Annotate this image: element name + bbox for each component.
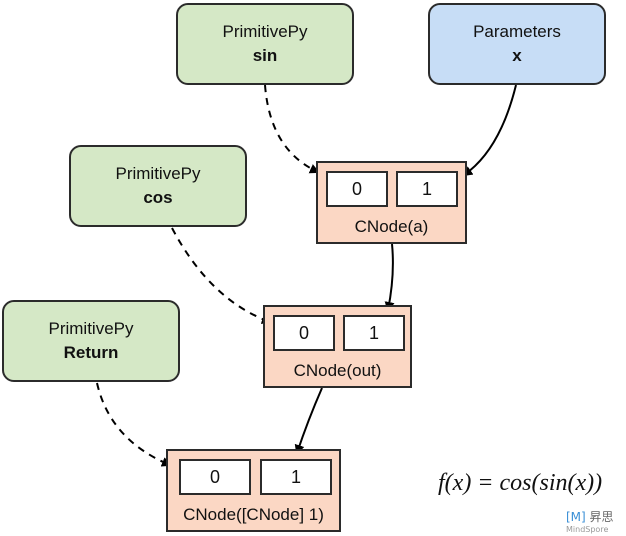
cnode-out-label: CNode(out) (293, 361, 382, 380)
primitive-return-node: PrimitivePy Return (2, 300, 180, 382)
cnode-return-label: CNode([CNode] 1) (183, 505, 324, 524)
cnode-return: 0 1 CNode([CNode] 1) (166, 449, 341, 532)
primitive-cos-name: cos (143, 188, 173, 207)
edge-cos-to-cnode-out (171, 227, 272, 324)
parameters-x-kind: Parameters (473, 22, 561, 41)
primitive-return-kind: PrimitivePy (48, 319, 134, 338)
edge-return-to-cnode-ret (96, 382, 172, 467)
cnode-a-label: CNode(a) (354, 217, 429, 236)
primitive-sin-kind: PrimitivePy (222, 22, 308, 41)
parameters-x-node: Parameters x (428, 3, 606, 85)
watermark-sub: MindSpore (566, 525, 609, 534)
edge-cnode-out-to-cnode-ret (294, 387, 323, 455)
edge-x-to-cnode-a (462, 84, 517, 177)
formula: f(x) = cos(sin(x)) (438, 470, 603, 496)
watermark-logo: [M] 昇思 MindSpore (566, 508, 614, 534)
edge-sin-to-cnode-a (264, 84, 320, 174)
watermark-mark: [M] (566, 510, 586, 524)
cnode-a: 0 1 CNode(a) (316, 161, 467, 244)
primitive-sin-name: sin (252, 46, 278, 65)
parameters-x-name: x (512, 46, 522, 65)
primitive-cos-kind: PrimitivePy (115, 164, 201, 183)
cnode-out-slot-0: 0 (273, 315, 335, 351)
primitive-return-name: Return (63, 343, 119, 362)
primitive-sin-node: PrimitivePy sin (176, 3, 354, 85)
cnode-a-slot-0: 0 (326, 171, 388, 207)
watermark-text: 昇思 (589, 510, 614, 524)
cnode-return-slot-0: 0 (179, 459, 251, 495)
primitive-cos-node: PrimitivePy cos (69, 145, 247, 227)
cnode-out-slot-1: 1 (343, 315, 405, 351)
cnode-a-slot-1: 1 (396, 171, 458, 207)
cnode-out: 0 1 CNode(out) (263, 305, 412, 388)
edge-cnode-a-to-cnode-out (384, 243, 395, 312)
cnode-return-slot-1: 1 (260, 459, 332, 495)
